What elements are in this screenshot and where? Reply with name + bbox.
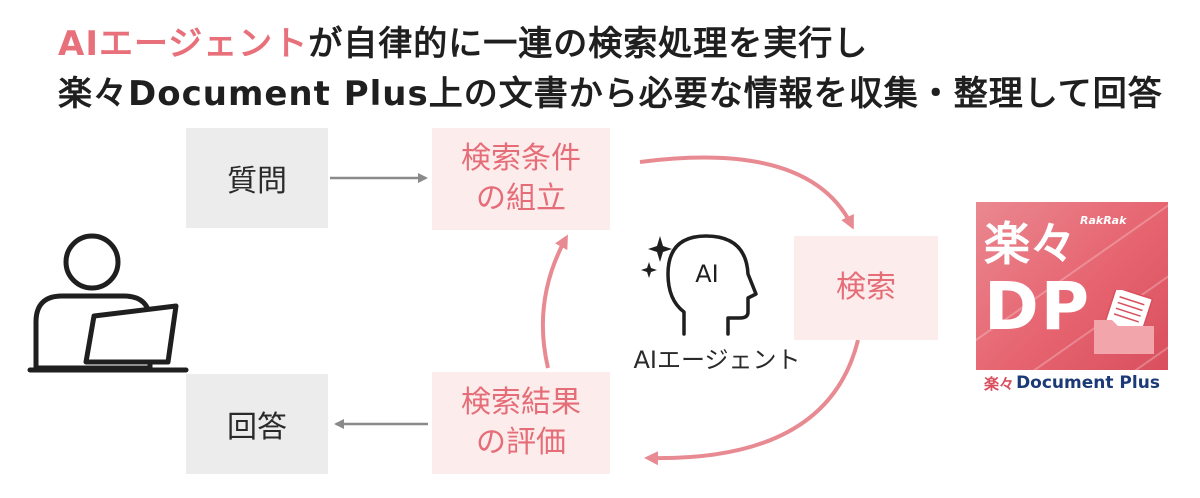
document-folder-icon bbox=[1094, 290, 1154, 354]
arrow-eval-to-build bbox=[540, 234, 568, 369]
ai-agent-head-icon bbox=[666, 234, 758, 336]
build-query-line-2: の組立 bbox=[476, 181, 566, 216]
headline-line-2: 楽々Document Plus上の文書から必要な情報を収集・整理して回答 bbox=[58, 74, 1163, 114]
question-box: 質問 bbox=[186, 128, 328, 228]
user-laptop-icon bbox=[27, 233, 189, 373]
logo-product-prefix: 楽々 bbox=[984, 374, 1015, 393]
logo-kanji: 楽々 bbox=[984, 217, 1076, 271]
evaluate-results-line-1: 検索結果 bbox=[461, 385, 581, 420]
headline-accent: AIエージェント bbox=[58, 24, 309, 64]
build-query-box: 検索条件の組立 bbox=[432, 128, 610, 230]
ai-agent-head-text: AI bbox=[695, 260, 719, 288]
arrow-search-to-eval bbox=[644, 339, 860, 466]
logo-product-text: Document Plus bbox=[1016, 373, 1160, 393]
search-label: 検索 bbox=[836, 270, 896, 305]
headline-line-1: AIエージェントが自律的に一連の検索処理を実行し bbox=[58, 16, 868, 65]
arrow-build-to-search bbox=[639, 155, 854, 230]
search-box: 検索 bbox=[794, 236, 938, 340]
headline-line-1-rest: が自律的に一連の検索処理を実行し bbox=[308, 24, 869, 64]
answer-box: 回答 bbox=[186, 374, 328, 474]
evaluate-results-box: 検索結果の評価 bbox=[432, 372, 610, 474]
logo-dp: DP bbox=[984, 268, 1092, 345]
logo-rakrak: RakRak bbox=[1080, 214, 1127, 227]
question-label: 質問 bbox=[227, 164, 287, 199]
evaluate-results-line-2: の評価 bbox=[476, 425, 566, 460]
answer-label: 回答 bbox=[227, 410, 287, 445]
sparkle-icon bbox=[641, 236, 672, 278]
logo-tile: 楽々 RakRak DP bbox=[976, 202, 1168, 370]
ai-agent-label: AIエージェント bbox=[633, 346, 801, 374]
build-query-line-1: 検索条件 bbox=[461, 141, 581, 176]
